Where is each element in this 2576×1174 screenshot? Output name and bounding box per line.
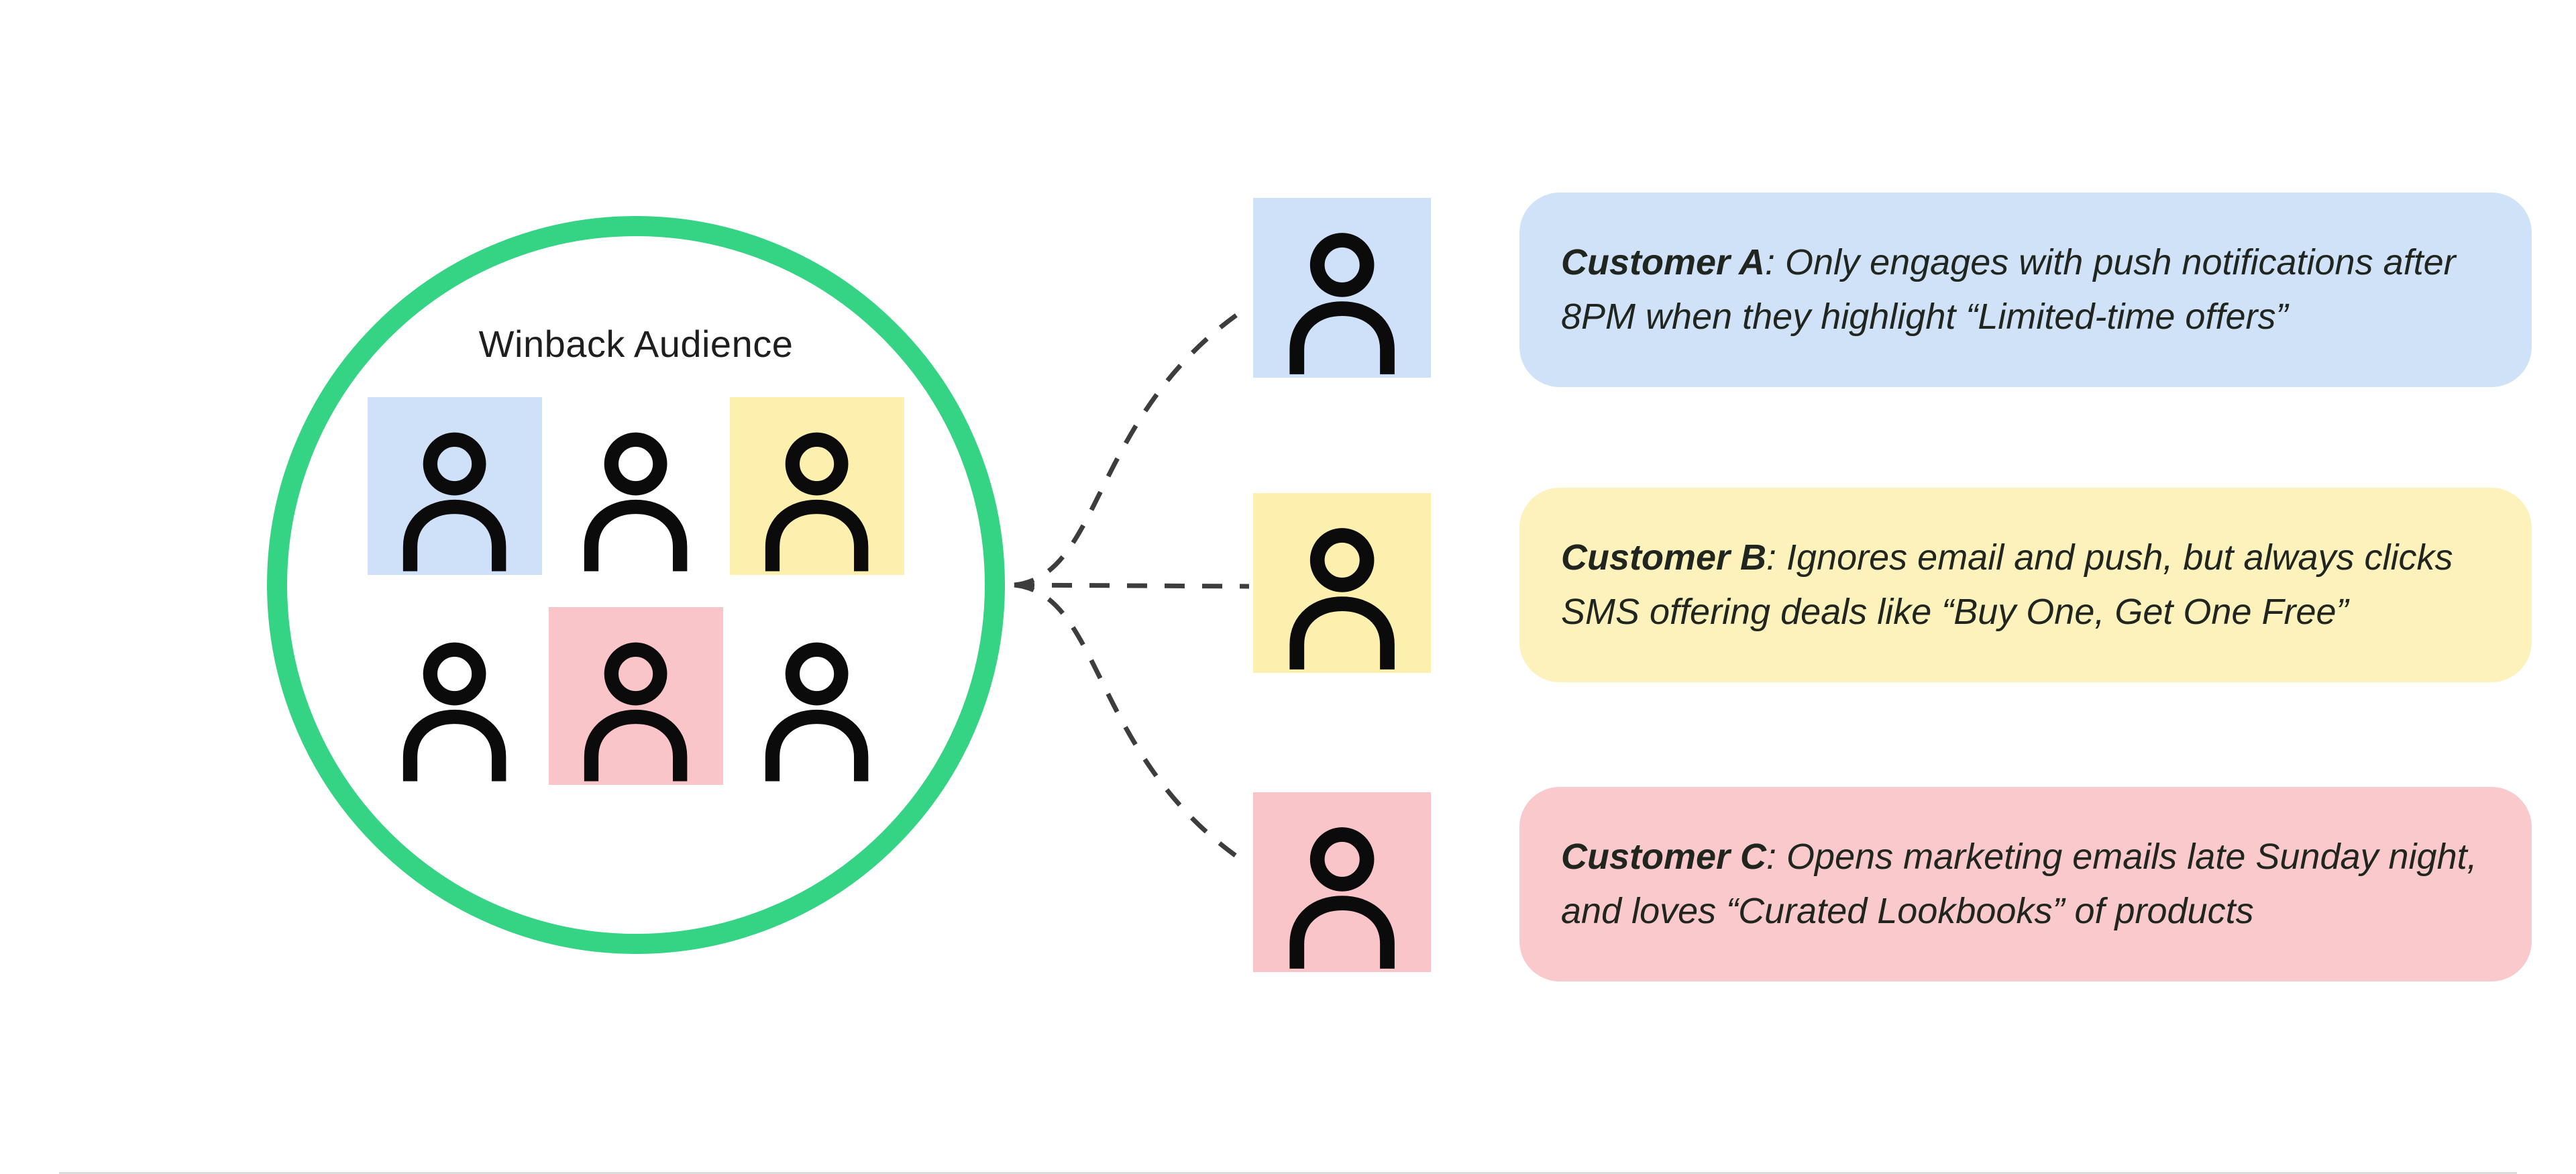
person-icon [383,419,526,575]
customer-c-detail: : Opens marketing emails late Sunday nig… [1561,837,2477,931]
audience-members-row [368,397,904,575]
person-icon [745,629,888,785]
customer-b-avatar [1253,493,1431,673]
audience-member-plain [368,607,542,785]
bottom-edge-line [59,1172,2517,1174]
person-icon [1269,515,1415,673]
audience-member-red [549,607,723,785]
customer-a-card: Customer A: Only engages with push notif… [1519,193,2532,387]
customer-b-text: Customer B: Ignores email and push, but … [1561,531,2490,639]
person-icon [383,629,526,785]
customer-a-text: Customer A: Only engages with push notif… [1561,235,2490,344]
connector-top [1014,305,1249,588]
audience-members [368,397,904,785]
customer-a-avatar [1253,198,1431,378]
audience-member-plain [549,397,723,575]
audience-label: Winback Audience [478,323,794,365]
audience-members-row [368,607,904,785]
customer-a-detail: : Only engages with push notifications a… [1561,242,2456,337]
person-icon [564,629,707,785]
person-icon [1269,814,1415,972]
connector-bottom [1014,582,1249,866]
audience-member-plain [730,607,904,785]
person-icon [564,419,707,575]
customer-b-card: Customer B: Ignores email and push, but … [1519,488,2532,682]
customer-c-name: Customer C [1561,837,1767,877]
customer-c-avatar [1253,792,1431,972]
connector-middle [1014,582,1250,589]
audience-member-blue [368,397,542,575]
customer-a-name: Customer A [1561,242,1766,282]
customer-c-card: Customer C: Opens marketing emails late … [1519,787,2532,981]
customer-c-text: Customer C: Opens marketing emails late … [1561,830,2490,939]
person-icon [1269,219,1415,378]
person-icon [745,419,888,575]
audience-member-yellow [730,397,904,575]
customer-b-name: Customer B [1561,537,1767,578]
customer-b-detail: : Ignores email and push, but always cli… [1561,537,2453,632]
